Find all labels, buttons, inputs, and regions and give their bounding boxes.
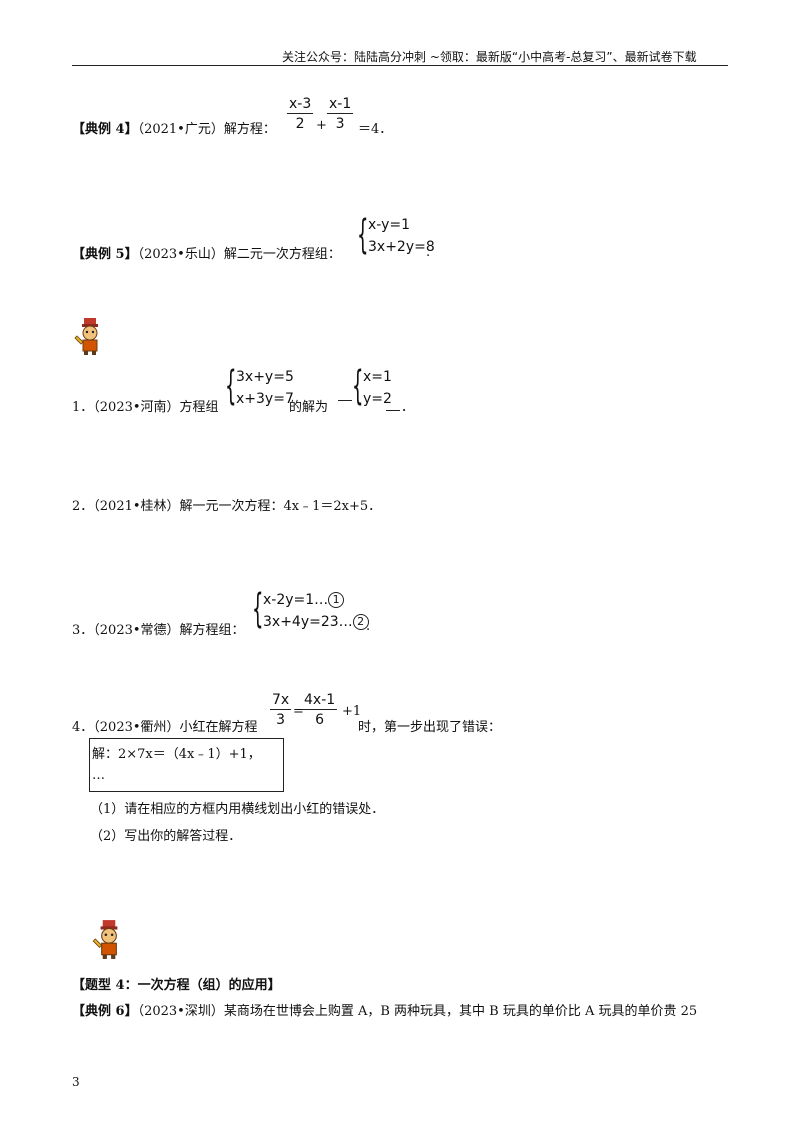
question-4-prefix: 4．（2023•衢州）小红在解方程: [72, 720, 258, 735]
example-5-label: 【典例 5】: [72, 247, 138, 262]
question-4-fraction-2: 4x-1 6: [302, 692, 338, 728]
question-4-tail: 时，第一步出现了错误：: [358, 720, 502, 735]
fraction-numerator: 4x-1: [302, 692, 338, 710]
question-4-fraction-1: 7x 3: [270, 692, 292, 728]
example-4-fraction-1: x-3 2: [287, 96, 314, 132]
equation-1: 3x+y=5: [236, 369, 294, 385]
equation-2: 3x+4y=23…2: [263, 611, 369, 633]
question-3-prefix: 3．（2023•常德）解方程组：: [72, 623, 245, 638]
page-number: 3: [72, 1075, 80, 1089]
question-4-sub-2: （2）写出你的解答过程．: [90, 829, 242, 844]
section-heading: 【题型 4：一次方程（组）的应用】: [72, 978, 281, 993]
example-6: 【典例 6】（2023•深圳）某商场在世博会上购置 A，B 两种玩具，其中 B …: [72, 1000, 697, 1019]
question-1-middle: 的解为: [289, 400, 329, 415]
solution-line-1: 解：2×7x＝（4x﹣1）+1，: [92, 747, 261, 762]
question-3-system: x-2y=1…1 3x+4y=23…2: [263, 589, 369, 633]
equation-1: x-2y=1…1: [263, 589, 369, 611]
example-4-tail: ＝4．: [358, 122, 393, 137]
answer-y: y=2: [363, 391, 392, 407]
example-6-text: （2023•深圳）某商场在世博会上购置 A，B 两种玩具，其中 B 玩具的单价比…: [137, 1004, 698, 1019]
left-brace: {: [225, 363, 237, 409]
plus-one: +1: [342, 704, 362, 719]
cartoon-pencil-icon: [92, 920, 118, 959]
example-5: 【典例 5】（2023•乐山）解二元一次方程组：: [72, 243, 341, 262]
example-5-source: （2023•乐山）解二元一次方程组：: [137, 247, 341, 262]
left-brace: {: [252, 586, 264, 632]
header-rule: [72, 65, 728, 66]
fraction-denominator: 2: [295, 116, 305, 132]
answer-x: x=1: [363, 369, 392, 385]
fraction-denominator: 3: [335, 116, 345, 132]
question-1-answer: x=1 y=2: [363, 366, 392, 410]
example-4-fraction-2: x-1 3: [327, 96, 354, 132]
circled-number-2: 2: [352, 614, 369, 630]
fraction-numerator: x-3: [287, 96, 314, 114]
example-5-system: x-y=1 3x+2y=8: [368, 214, 435, 258]
equation-2: 3x+2y=8: [368, 239, 435, 255]
equals-sign: =: [293, 704, 304, 719]
example-6-label: 【典例 6】: [72, 1004, 138, 1019]
left-brace: {: [352, 363, 364, 409]
question-1-tail: ．: [401, 400, 415, 415]
example-4-source: （2021•广元）解方程：: [137, 122, 276, 137]
fraction-numerator: x-1: [327, 96, 354, 114]
solution-box: [89, 738, 284, 792]
equation-1: x-y=1: [368, 217, 411, 233]
fraction-numerator: 7x: [270, 692, 292, 710]
left-brace: {: [357, 212, 369, 258]
example-4-label: 【典例 4】: [72, 122, 138, 137]
plus-sign: +: [316, 118, 327, 133]
question-3-tail: .: [366, 619, 371, 634]
solution-line-2: …: [92, 768, 105, 783]
fraction-denominator: 3: [276, 712, 286, 728]
page-header: 关注公众号：陆陆高分冲刺 ~领取：最新版“小中高考-总复习”、最新试卷下载: [282, 50, 697, 64]
example-5-tail: .: [426, 245, 431, 260]
answer-blank-underline: [338, 400, 352, 401]
example-4: 【典例 4】（2021•广元）解方程：: [72, 118, 276, 137]
question-1-system: 3x+y=5 x+3y=7: [236, 366, 294, 410]
question-4-sub-1: （1）请在相应的方框内用横线划出小红的错误处．: [90, 802, 385, 817]
equation-2-text: 3x+4y=23…: [263, 614, 353, 630]
question-1-prefix: 1．（2023•河南）方程组: [72, 400, 219, 415]
fraction-denominator: 6: [315, 712, 325, 728]
question-2: 2．（2021•桂林）解一元一次方程：4x﹣1＝2x+5．: [72, 499, 382, 514]
answer-blank-underline: [386, 410, 400, 411]
equation-1-text: x-2y=1…: [263, 592, 329, 608]
cartoon-pencil-icon: [74, 318, 98, 355]
equation-2: x+3y=7: [236, 391, 294, 407]
circled-number-1: 1: [328, 592, 345, 608]
